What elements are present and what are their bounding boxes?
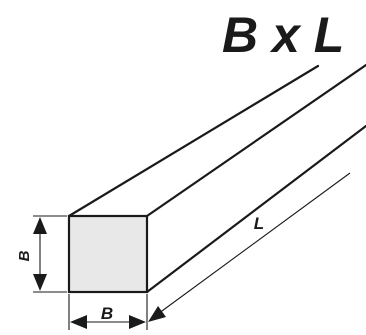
title-text: B x L <box>222 7 344 63</box>
height-label: B <box>16 250 33 261</box>
height-arrow-top <box>33 217 47 234</box>
bar-front-face <box>67 214 149 294</box>
length-arrow <box>148 306 166 322</box>
width-label: B <box>101 304 113 323</box>
bar-top-left-edge <box>67 64 320 218</box>
height-arrow-bottom <box>33 274 47 291</box>
length-dimension-line <box>150 172 351 320</box>
bar-top-right-edge <box>145 63 366 218</box>
length-label: L <box>254 214 264 233</box>
width-arrow-left <box>70 315 87 329</box>
width-arrow-right <box>129 315 146 329</box>
bar-bottom-right-edge <box>145 124 366 294</box>
